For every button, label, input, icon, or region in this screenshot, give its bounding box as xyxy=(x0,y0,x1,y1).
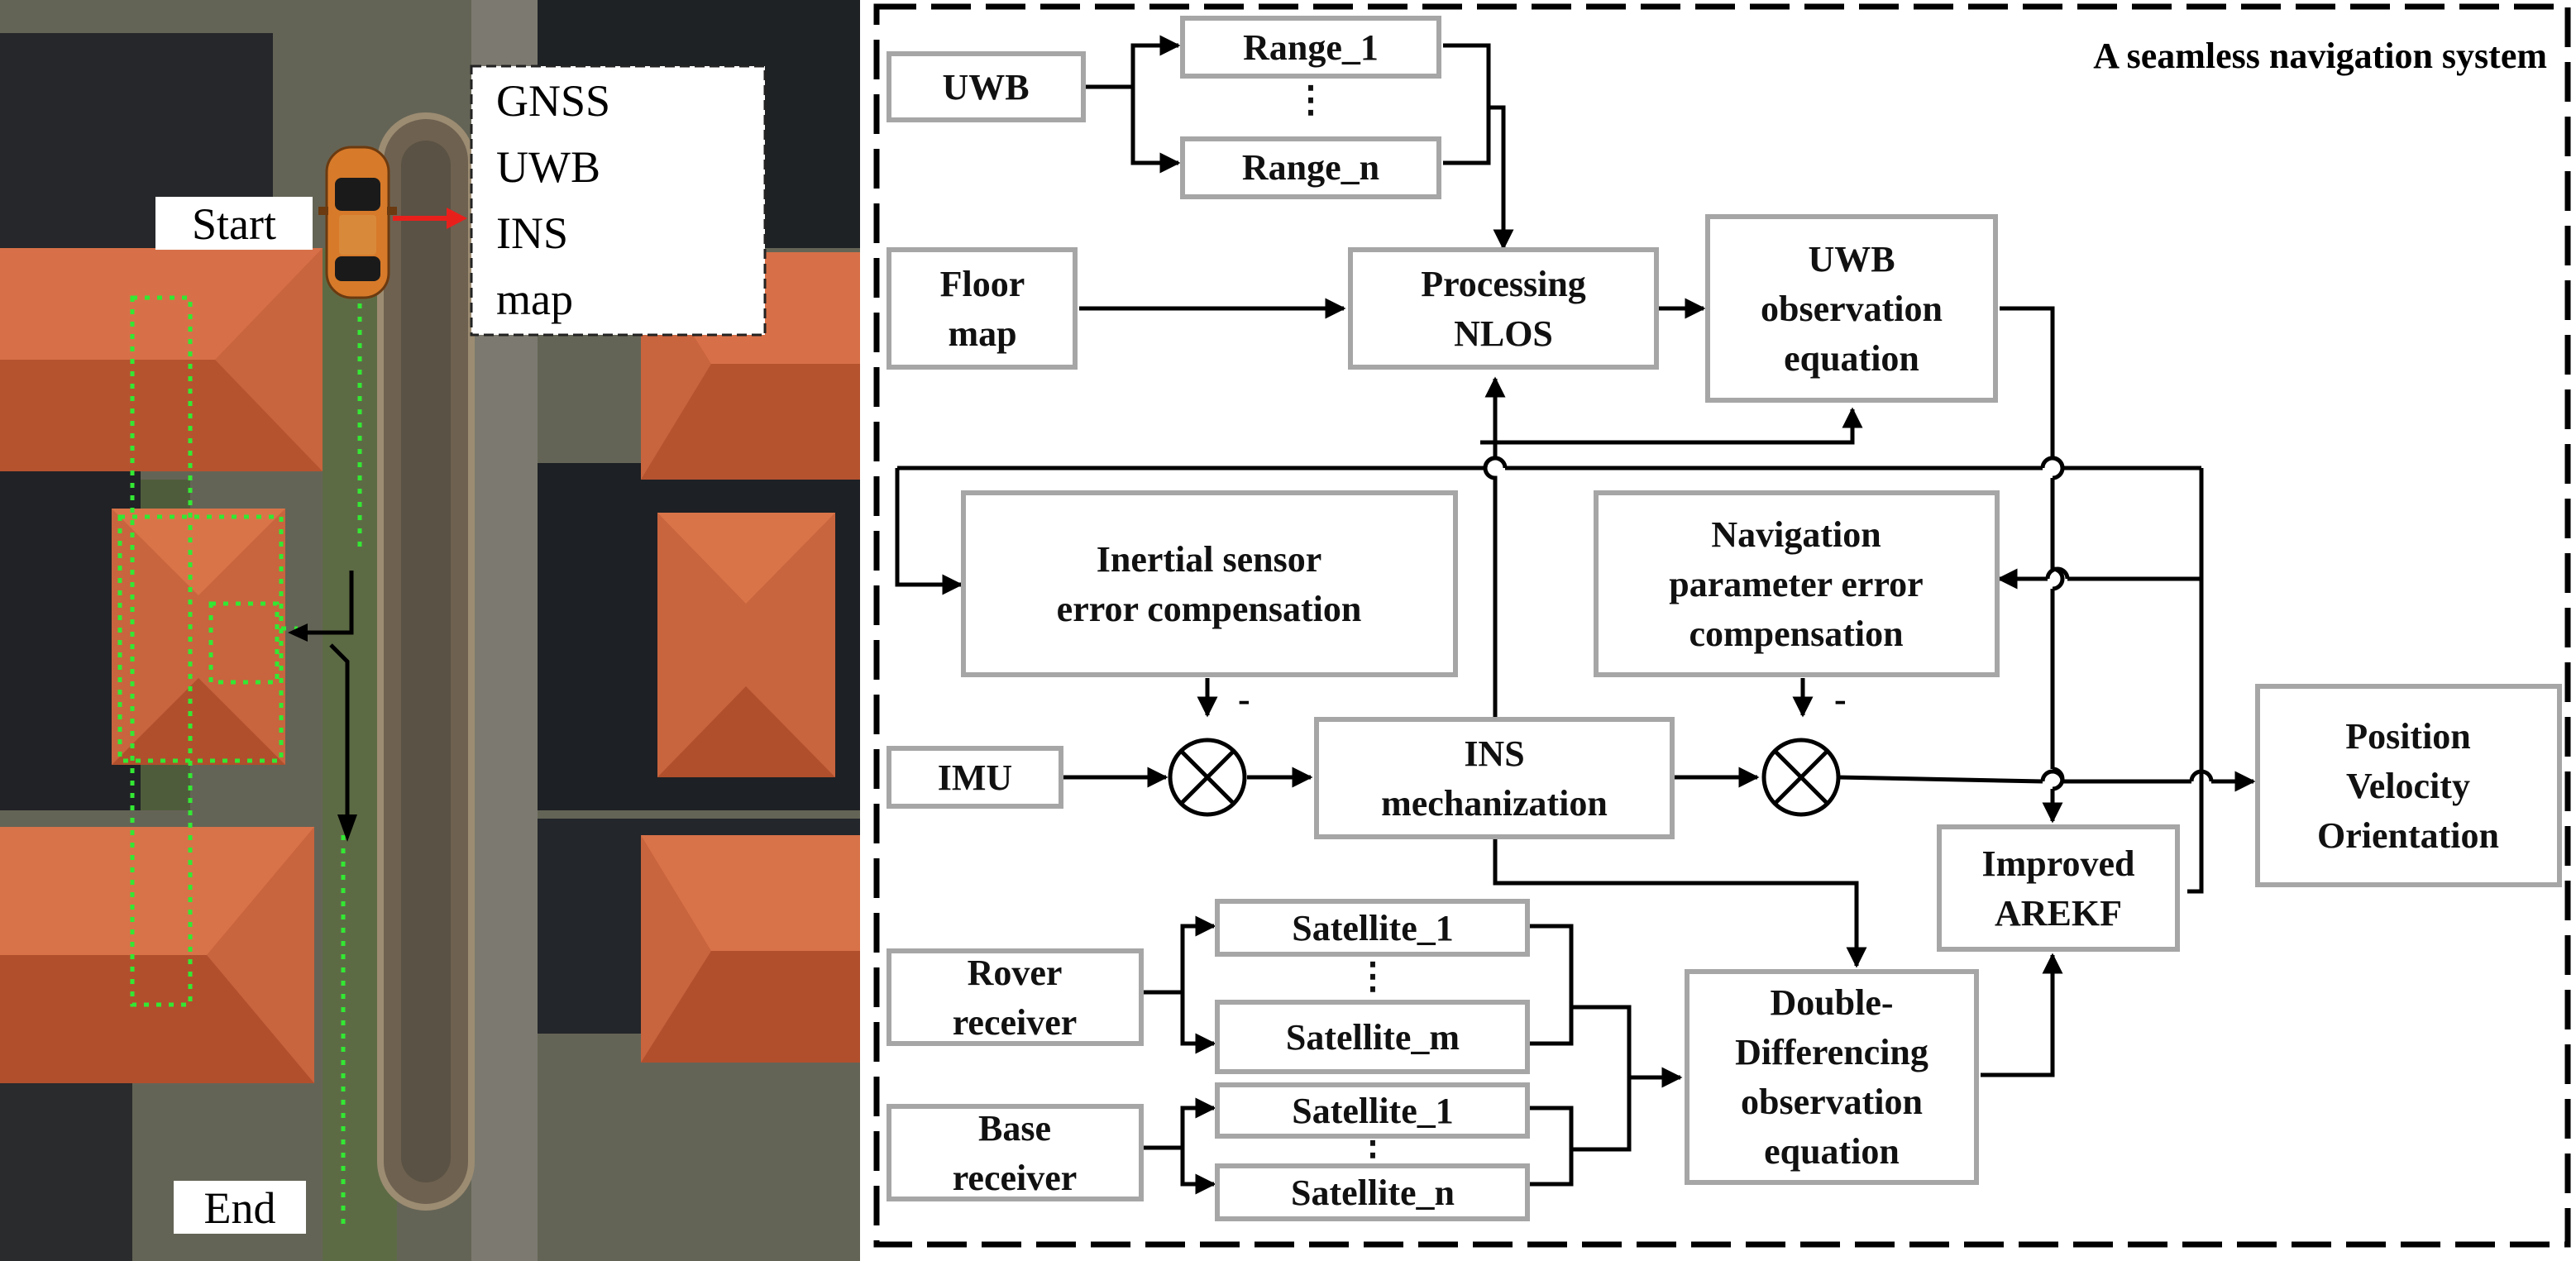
rover-satellite-m-node: Satellite_m xyxy=(1215,1000,1530,1074)
sensor-legend-item: map xyxy=(496,275,573,324)
car-to-legend-arrowhead xyxy=(447,208,467,229)
rover-sat-dots-label: ⋮ xyxy=(1355,956,1391,996)
uwb-label: UWB xyxy=(942,67,1029,107)
improved-arekf-label: Improved xyxy=(1982,843,2135,884)
building-roof xyxy=(112,509,285,765)
aerial-map: Start End GNSS UWB INS map xyxy=(0,0,860,1261)
base-sat-1-label: Satellite_1 xyxy=(1292,1091,1454,1131)
pvo-label: Velocity xyxy=(2346,766,2470,806)
start-label-box xyxy=(155,197,313,250)
sensor-legend-item: GNSS xyxy=(496,76,610,126)
rover-receiver-label: Rover xyxy=(968,953,1063,993)
trajectory-path xyxy=(281,277,362,1232)
range-dots-label: ⋮ xyxy=(1293,79,1329,120)
dd-obs-eq-label: Double- xyxy=(1770,982,1893,1023)
start-label: Start xyxy=(192,199,276,249)
uwb-observation-equation-node: UWB observation equation xyxy=(1705,214,1998,403)
floor-map-label: map xyxy=(948,313,1016,354)
dd-obs-eq-label: observation xyxy=(1741,1082,1923,1122)
navigation-parameter-error-compensation-node: Navigation parameter error compensation xyxy=(1594,490,2000,677)
pvo-label: Orientation xyxy=(2317,815,2499,856)
sensor-legend-box xyxy=(470,64,767,337)
car-icon xyxy=(318,146,397,299)
base-satellite-n-node: Satellite_n xyxy=(1215,1163,1530,1221)
sensor-legend: GNSS UWB INS map xyxy=(496,76,610,324)
dd-obs-eq-label: Differencing xyxy=(1735,1032,1928,1072)
range-1-label: Range_1 xyxy=(1243,27,1379,68)
rover-satellite-ellipsis: ⋮ xyxy=(1355,956,1391,996)
range-1-node: Range_1 xyxy=(1180,16,1441,79)
minus-sign: - xyxy=(1834,679,1847,719)
inertial-comp-label: error compensation xyxy=(1057,589,1362,629)
building-roof xyxy=(0,248,323,471)
system-title: A seamless navigation system xyxy=(2093,36,2547,76)
building-shadow xyxy=(0,1075,132,1261)
imu-label: IMU xyxy=(938,757,1012,798)
multiplier-junction-icon xyxy=(1168,738,1247,817)
ins-mech-label: INS xyxy=(1464,733,1524,774)
end-label-box xyxy=(174,1181,306,1234)
connector-lines xyxy=(895,35,2256,1195)
rover-sat-m-label: Satellite_m xyxy=(1286,1017,1460,1058)
sensor-legend-item: INS xyxy=(496,208,568,258)
uwb-obs-eq-label: UWB xyxy=(1808,239,1895,279)
route-arrowhead xyxy=(288,623,308,642)
floor-map-label: Floor xyxy=(940,264,1025,304)
processing-nlos-label: Processing xyxy=(1421,264,1586,304)
pvo-label: Position xyxy=(2345,716,2471,757)
range-n-node: Range_n xyxy=(1180,136,1441,199)
base-satellite-1-node: Satellite_1 xyxy=(1215,1082,1530,1139)
system-frame xyxy=(873,3,2571,1248)
route-arrowhead xyxy=(337,814,357,842)
range-ellipsis: ⋮ xyxy=(1293,79,1329,120)
ins-mechanization-node: INS mechanization xyxy=(1314,717,1675,839)
improved-arekf-label: AREKF xyxy=(1995,893,2122,934)
nav-param-comp-label: parameter error xyxy=(1669,564,1923,604)
sensor-legend-item: UWB xyxy=(496,142,600,192)
imu-node: IMU xyxy=(887,746,1063,809)
rover-receiver-node: Rover receiver xyxy=(887,948,1144,1046)
route-arrow xyxy=(302,571,354,827)
base-receiver-node: Base receiver xyxy=(887,1104,1144,1201)
rover-satellite-1-node: Satellite_1 xyxy=(1215,899,1530,957)
rover-receiver-label: receiver xyxy=(953,1002,1078,1043)
rover-sat-1-label: Satellite_1 xyxy=(1292,908,1454,948)
processing-nlos-label: NLOS xyxy=(1454,313,1553,354)
inertial-comp-label: Inertial sensor xyxy=(1097,539,1322,580)
base-sat-n-label: Satellite_n xyxy=(1291,1173,1455,1213)
double-differencing-observation-equation-node: Double- Differencing observation equation xyxy=(1685,969,1979,1185)
multiplier-junction-icon xyxy=(1761,738,1841,817)
base-receiver-label: receiver xyxy=(953,1158,1078,1198)
building-roof xyxy=(0,827,314,1083)
navigation-system-diagram: A seamless navigation system xyxy=(873,3,2571,1248)
end-label: End xyxy=(204,1183,276,1233)
building-roof xyxy=(641,835,860,1063)
indoor-region-outline xyxy=(117,295,284,1007)
floor-map-node: Floor map xyxy=(887,247,1078,370)
building-roof xyxy=(657,513,835,777)
base-receiver-label: Base xyxy=(978,1108,1051,1149)
ins-mech-label: mechanization xyxy=(1381,783,1608,824)
dd-obs-eq-label: equation xyxy=(1764,1131,1900,1172)
uwb-node: UWB xyxy=(887,51,1086,122)
nav-param-comp-label: compensation xyxy=(1689,614,1903,654)
uwb-obs-eq-label: observation xyxy=(1761,289,1943,329)
inertial-sensor-error-compensation-node: Inertial sensor error compensation xyxy=(961,490,1458,677)
nav-param-comp-label: Navigation xyxy=(1711,514,1881,555)
range-n-label: Range_n xyxy=(1242,147,1379,188)
uwb-obs-eq-label: equation xyxy=(1784,338,1919,379)
minus-sign: - xyxy=(1238,679,1250,719)
